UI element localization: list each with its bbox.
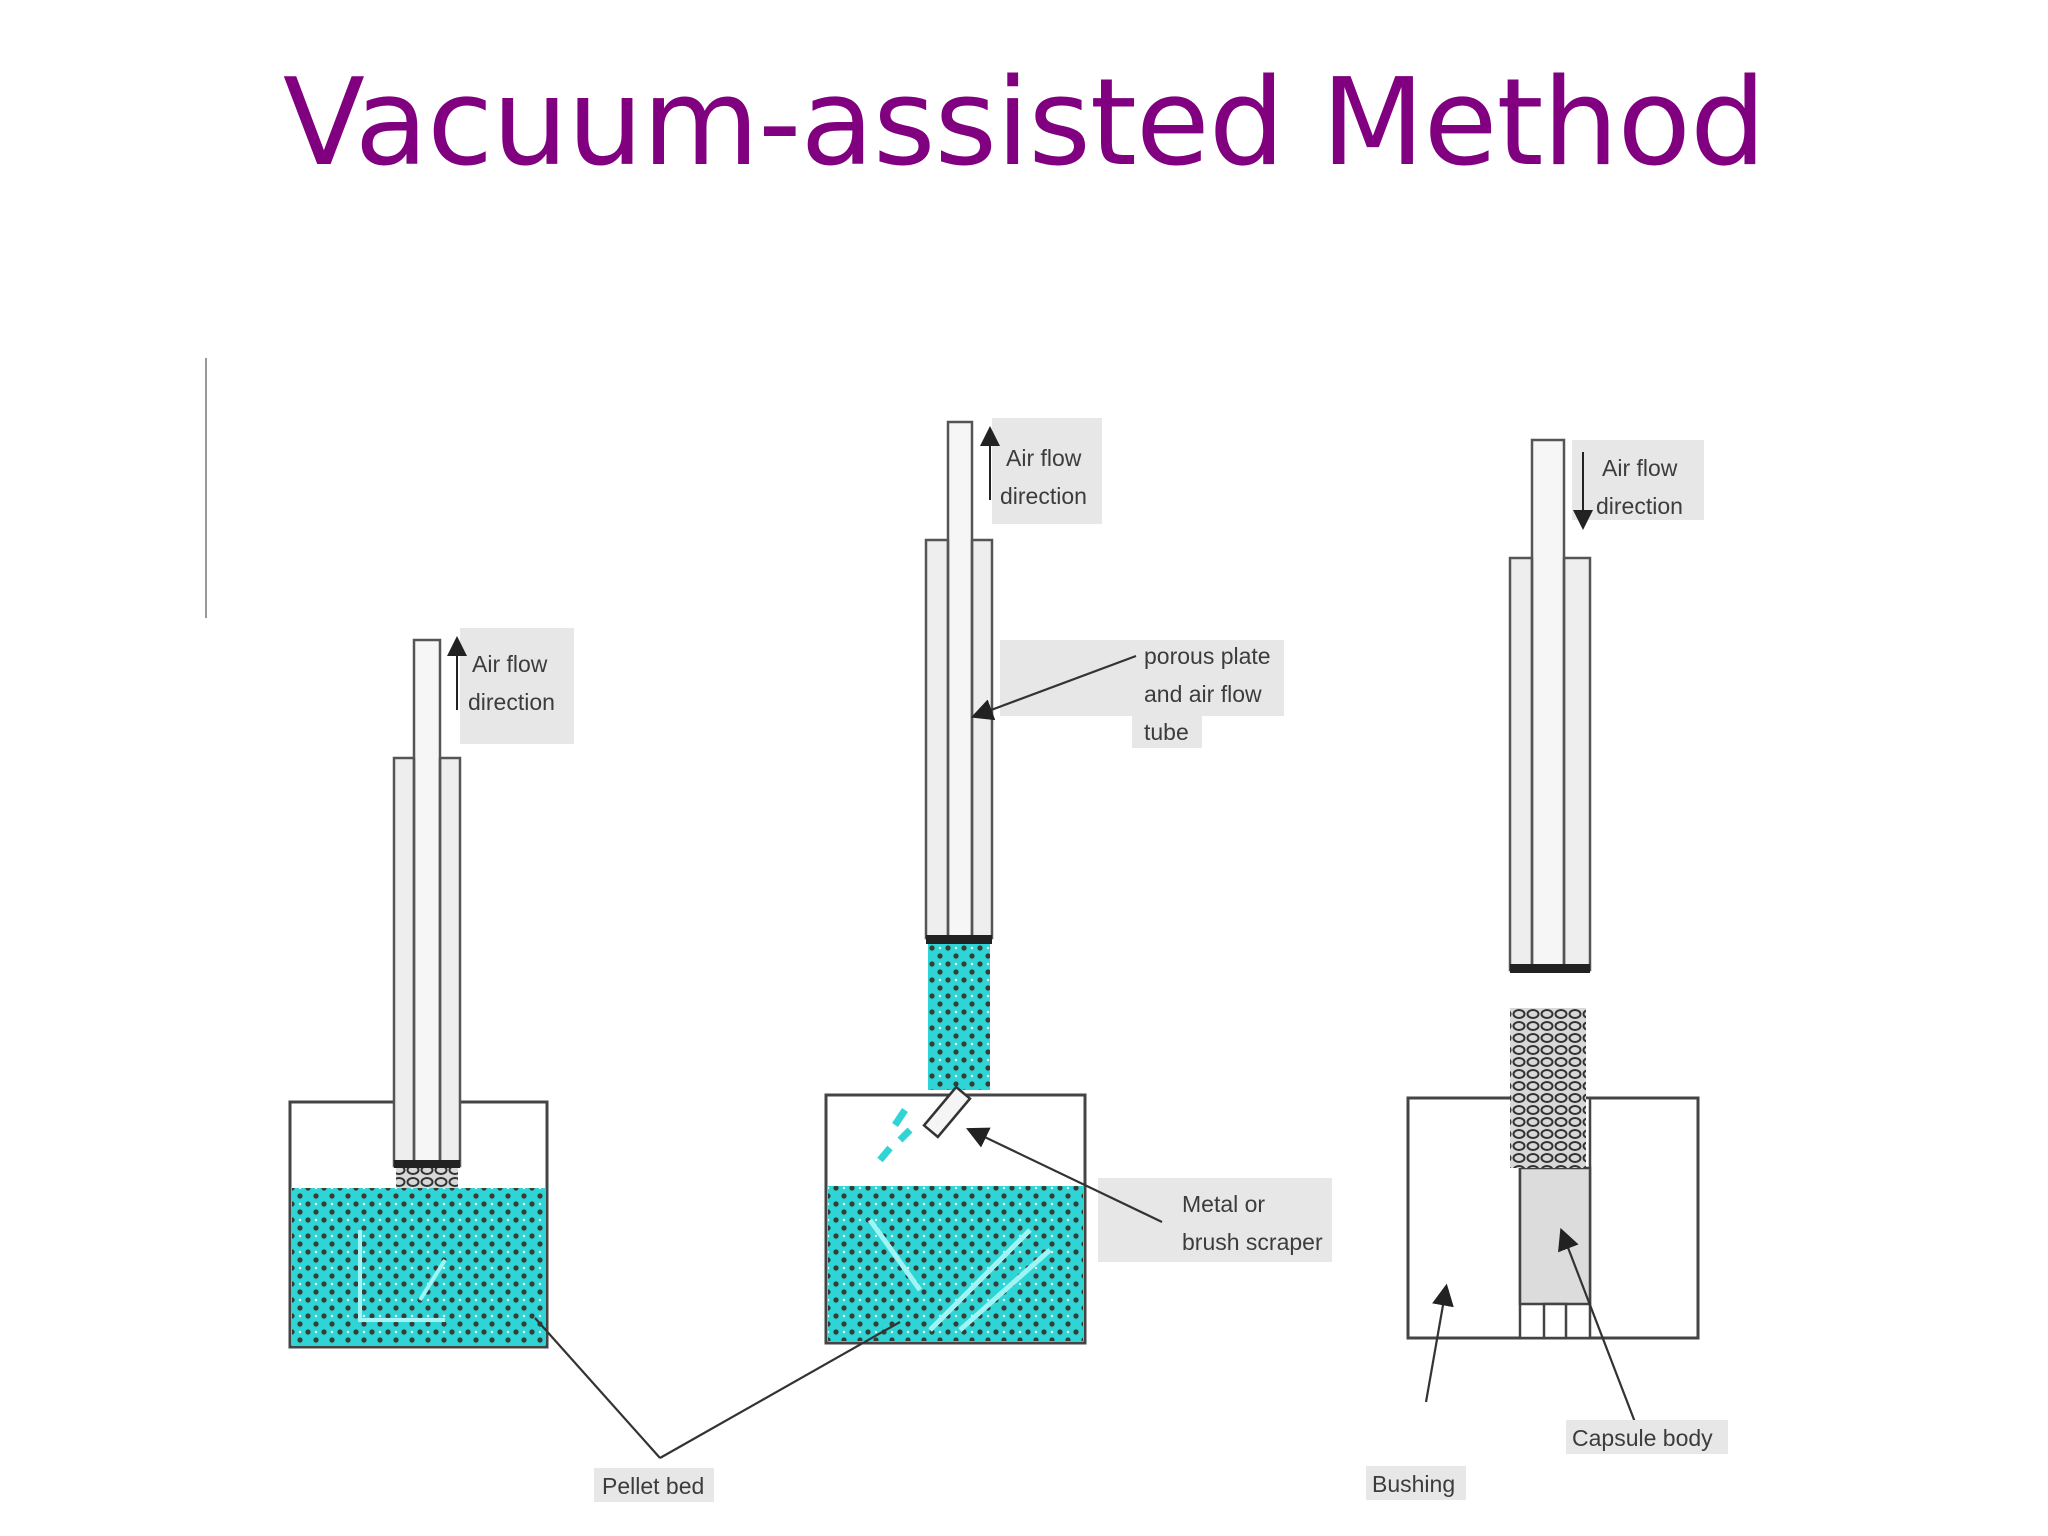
porous-label-line2: and air flow	[1144, 681, 1262, 707]
collected-pellets-2	[928, 944, 990, 1090]
stage-3-ejection: Air flow direction Capsule body Bushing	[1366, 438, 1728, 1500]
slide-title: Vacuum-assisted Method	[282, 54, 1766, 193]
airflow-label-3-line2: direction	[1596, 493, 1683, 519]
airflow-label-3-line1: Air flow	[1602, 455, 1678, 481]
inner-tube-3	[1530, 438, 1566, 972]
stage-1-dipping: Air flow direction	[288, 628, 574, 1349]
pellet-bed-leader-2	[659, 1321, 901, 1459]
porous-label-line1: porous plate	[1144, 643, 1271, 669]
inner-tube-1	[412, 638, 442, 1168]
pellet-bed-label: Pellet bed	[602, 1473, 704, 1499]
capsule-body-leader	[1558, 1227, 1640, 1431]
porous-plate-1	[394, 1160, 460, 1168]
bushing-leader	[1424, 1283, 1454, 1403]
porous-plate-3	[1510, 964, 1590, 973]
inner-tube-2	[946, 420, 974, 940]
airflow-label-1-line2: direction	[468, 689, 555, 715]
capsule-body	[1518, 1166, 1592, 1306]
scraper-label-line1: Metal or	[1182, 1191, 1265, 1217]
porous-label-line3: tube	[1144, 719, 1189, 745]
scraper-label-line2: brush scraper	[1182, 1229, 1323, 1255]
airflow-label-1-line1: Air flow	[472, 651, 548, 677]
pellet-bed-2	[828, 1186, 1083, 1341]
porous-leader	[970, 654, 1137, 721]
capsule-pellets	[1510, 1008, 1586, 1168]
capsule-body-label: Capsule body	[1572, 1425, 1713, 1451]
scraper	[922, 1085, 972, 1139]
pellet-bed-leader-1	[534, 1317, 661, 1459]
bushing-label: Bushing	[1372, 1471, 1455, 1497]
stage-2-scraping: Air flow direction porous plate and air …	[824, 418, 1332, 1345]
airflow-label-2-line1: Air flow	[1006, 445, 1082, 471]
porous-plate-2	[926, 935, 992, 944]
scraper-leader	[966, 1127, 1163, 1223]
airflow-label-2-line2: direction	[1000, 483, 1087, 509]
